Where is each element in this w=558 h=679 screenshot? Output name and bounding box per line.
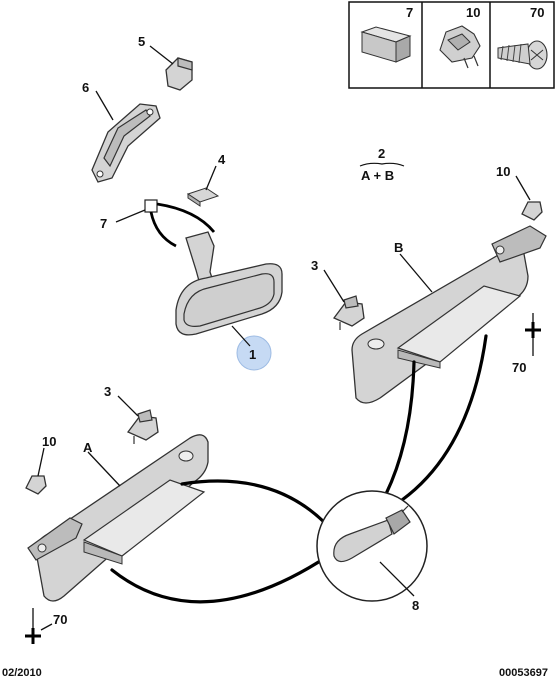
label-visor-a: A	[83, 440, 93, 455]
legend-ref-7: 7	[406, 5, 413, 20]
callout-6: 6	[82, 80, 89, 95]
part-10-clip-left	[25, 475, 47, 495]
callout-2-group: 2 A + B	[359, 146, 405, 183]
part-6-bracket	[91, 103, 161, 183]
highlight-marker-1	[236, 335, 272, 371]
screw-70-right-plus	[525, 322, 541, 338]
part-5-cap	[165, 57, 193, 91]
callout-10-right: 10	[496, 164, 510, 179]
visor-b-right	[351, 225, 547, 404]
footer-date: 02/2010	[2, 667, 42, 679]
part-3-left	[126, 409, 159, 444]
visor-a-left	[27, 434, 209, 602]
part-10-clip-right	[521, 201, 543, 221]
callout-8: 8	[412, 598, 419, 613]
parts-legend-box: 7 10 70	[348, 1, 555, 89]
wiring-lines	[110, 334, 488, 604]
callout-1: 1	[249, 347, 256, 362]
callout-4: 4	[218, 152, 226, 167]
part-7-marker	[144, 199, 158, 213]
callout-3-left: 3	[104, 384, 111, 399]
legend-ref-10: 10	[466, 5, 480, 20]
callout-7: 7	[100, 216, 107, 231]
legend-ref-70: 70	[530, 5, 544, 20]
callout-10-left: 10	[42, 434, 56, 449]
footer-ref-number: 00053697	[499, 667, 548, 679]
screw-icon	[497, 40, 548, 70]
callout-70-left: 70	[53, 612, 67, 627]
part-3-right	[332, 295, 365, 330]
clip-icon	[439, 25, 481, 69]
part-8-lamp-detail	[316, 490, 428, 602]
callout-2: 2	[378, 146, 385, 161]
screw-70-left-plus	[25, 628, 41, 644]
label-visor-b: B	[394, 240, 403, 255]
callout-3-right: 3	[311, 258, 318, 273]
callout-2-assembly: A + B	[361, 168, 394, 183]
callout-5: 5	[138, 34, 145, 49]
callout-70-right: 70	[512, 360, 526, 375]
part-1-rear-view-mirror	[175, 231, 283, 336]
adhesive-pad-icon	[360, 26, 412, 63]
part-4-pad	[186, 187, 220, 207]
